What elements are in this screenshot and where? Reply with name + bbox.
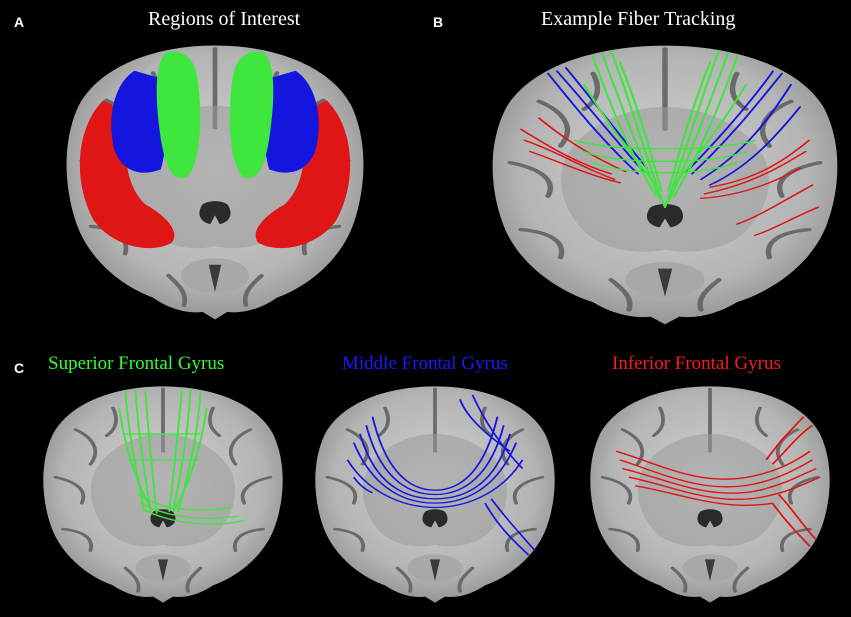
panel-c-inferior-brain-image <box>588 384 832 605</box>
panel-b-letter: B <box>433 14 444 30</box>
panel-b-brain-image <box>485 40 845 330</box>
caption-superior-frontal-gyrus: Superior Frontal Gyrus <box>48 353 225 374</box>
panel-c-middle-brain-image <box>313 384 557 605</box>
roi-superior-right <box>229 51 274 179</box>
roi-superior-left <box>156 51 201 179</box>
panel-a-brain-image <box>60 40 370 325</box>
roi-inferior-left <box>79 100 175 249</box>
panel-a-title: Regions of Interest <box>148 8 301 30</box>
roi-inferior-right <box>255 100 351 249</box>
panel-c-superior-brain-image <box>41 384 285 605</box>
roi-middle-left <box>111 70 167 173</box>
caption-inferior-frontal-gyrus: Inferior Frontal Gyrus <box>612 353 781 374</box>
panel-c-letter: C <box>14 360 25 376</box>
caption-middle-frontal-gyrus: Middle Frontal Gyrus <box>342 353 508 374</box>
roi-middle-right <box>263 70 319 173</box>
panel-a-letter: A <box>14 14 25 30</box>
panel-b-title: Example Fiber Tracking <box>541 8 736 30</box>
